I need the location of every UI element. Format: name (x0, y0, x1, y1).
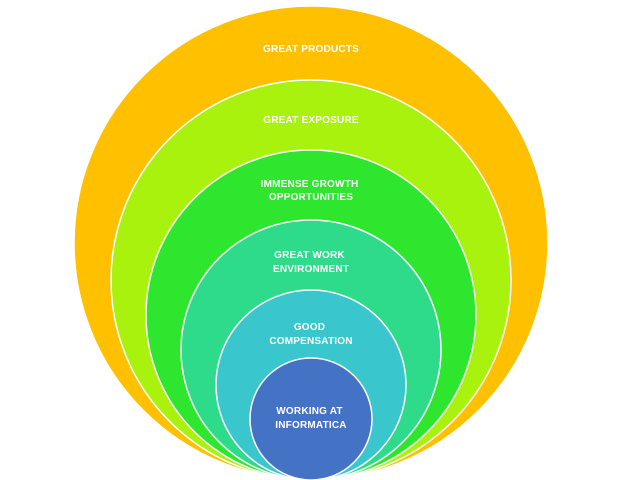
label-working-at-informatica-line-2: INFORMATICA (275, 420, 346, 431)
label-great-work-environment-line-2: ENVIRONMENT (273, 264, 349, 275)
label-working-at-informatica-line-1: WORKING AT (276, 406, 342, 417)
label-immense-growth: IMMENSE GROWTH OPPORTUNITIES (261, 179, 362, 203)
label-great-work-environment-line-1: GREAT WORK (274, 250, 345, 261)
label-immense-growth-line-1: IMMENSE GROWTH (261, 179, 359, 190)
label-great-exposure-line-1: GREAT EXPOSURE (263, 115, 359, 126)
label-good-compensation: GOOD COMPENSATION (269, 322, 352, 347)
circle-working-at-informatica (249, 357, 373, 480)
label-great-products: GREAT PRODUCTS (263, 44, 359, 55)
label-great-exposure: GREAT EXPOSURE (263, 115, 359, 126)
label-great-products-line-1: GREAT PRODUCTS (263, 44, 359, 55)
label-good-compensation-line-1: GOOD (294, 322, 325, 333)
label-immense-growth-line-2: OPPORTUNITIES (269, 192, 353, 203)
label-good-compensation-line-2: COMPENSATION (269, 336, 352, 347)
label-working-at-informatica: WORKING AT INFORMATICA (275, 406, 346, 431)
label-great-work-environment: GREAT WORK ENVIRONMENT (273, 250, 349, 275)
